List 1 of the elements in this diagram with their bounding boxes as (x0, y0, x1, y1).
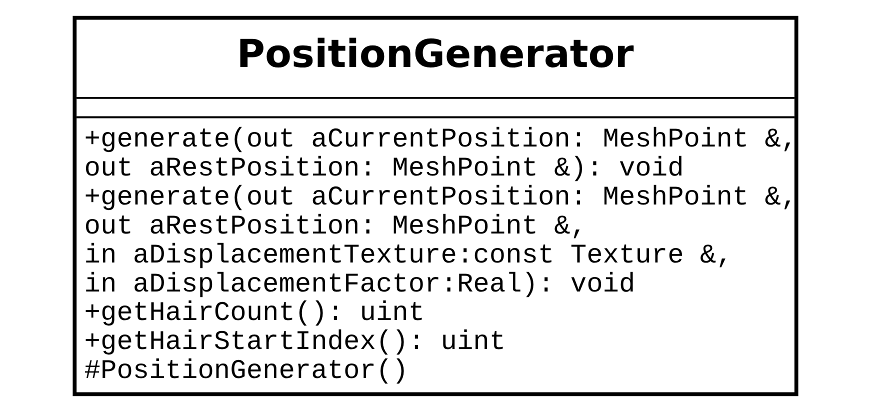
node-box: PositionGenerator +generate(out aCurrentPosition: MeshPoint &, out aRestPosition: MeshPoint &): void +generate(out aCurrentPosition: MeshPoint &, out aRestPosition: MeshPoint &, in aDisplacementTexture:const Texture &, in aDisplacementFactor:Real): void +getHairCount(): uint +getHairStartIndex(): uint #PositionGenerator() (72, 16, 798, 396)
